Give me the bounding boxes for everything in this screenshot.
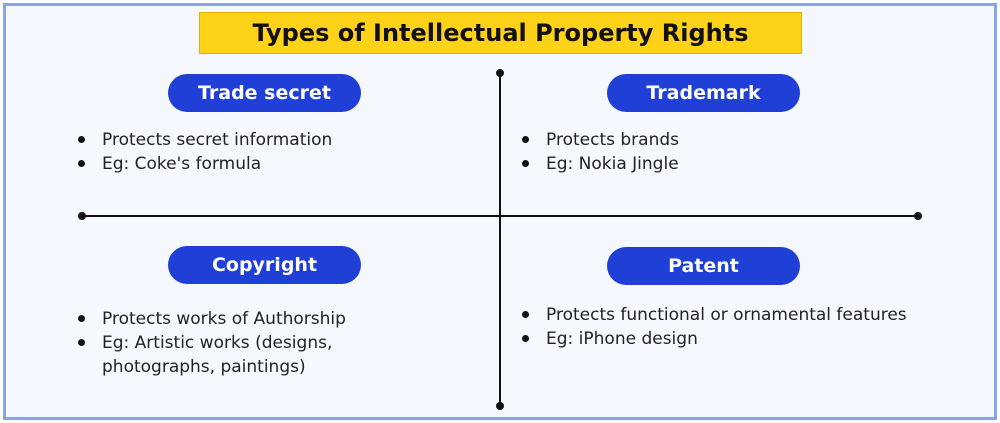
horizontal-axis-left-endpoint (78, 212, 86, 220)
patent-list: Protects functional or ornamental featur… (522, 303, 907, 351)
list-item: Eg: Coke's formula (78, 152, 478, 176)
copyright-heading: Copyright (168, 246, 361, 284)
vertical-axis-bottom-endpoint (496, 402, 504, 410)
list-item: Eg: Nokia Jingle (522, 152, 922, 176)
trademark-heading: Trademark (607, 74, 800, 112)
horizontal-axis-right-endpoint (914, 212, 922, 220)
vertical-axis (499, 73, 501, 406)
list-item: Protects functional or ornamental featur… (522, 303, 907, 327)
horizontal-axis (82, 215, 918, 217)
diagram-title: Types of Intellectual Property Rights (199, 12, 802, 54)
trademark-list: Protects brands Eg: Nokia Jingle (522, 128, 922, 176)
list-item: Eg: iPhone design (522, 327, 907, 351)
list-item: Protects secret information (78, 128, 478, 152)
list-item: Protects works of Authorship (78, 307, 408, 331)
patent-heading: Patent (607, 247, 800, 285)
list-item: Protects brands (522, 128, 922, 152)
trade-secret-heading: Trade secret (168, 74, 361, 112)
copyright-list: Protects works of Authorship Eg: Artisti… (78, 307, 408, 379)
vertical-axis-top-endpoint (496, 69, 504, 77)
list-item: Eg: Artistic works (designs, photographs… (78, 331, 408, 379)
trade-secret-list: Protects secret information Eg: Coke's f… (78, 128, 478, 176)
